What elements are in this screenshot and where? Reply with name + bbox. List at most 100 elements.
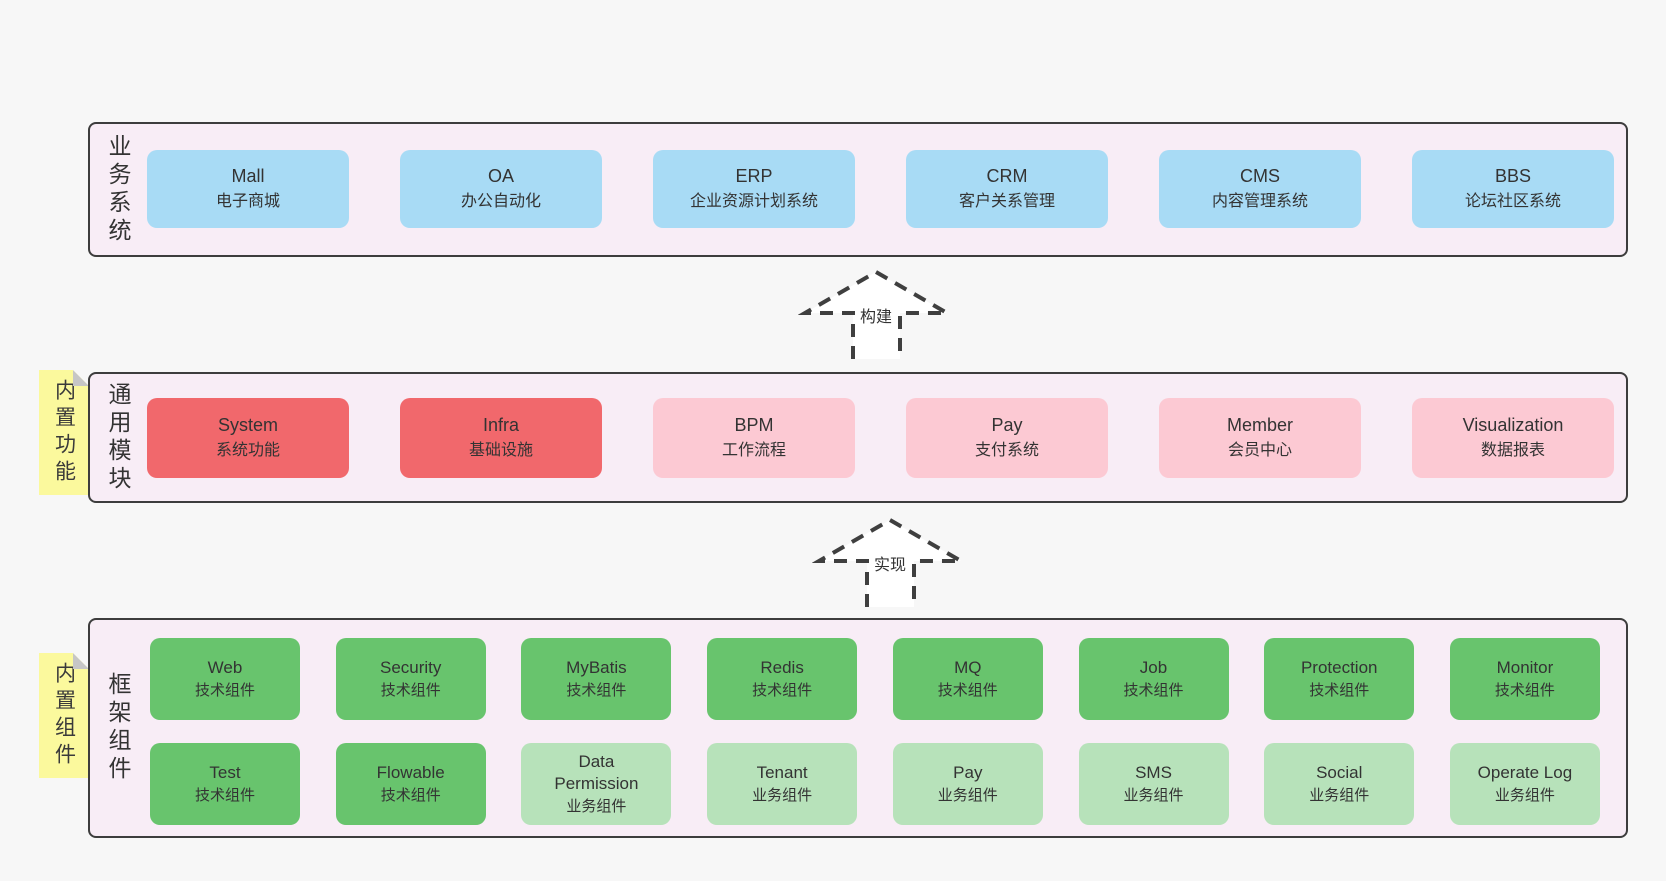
box-title: Test — [209, 763, 241, 783]
box-flowable: Flowable 技术组件 — [335, 743, 486, 825]
box-subtitle: 办公自动化 — [460, 192, 541, 210]
box-monitor: Monitor 技术组件 — [1449, 638, 1600, 720]
box-title: Job — [1139, 658, 1168, 678]
box-erp: ERP 企业资源计划系统 — [653, 150, 855, 228]
box-infra: Infra 基础设施 — [400, 398, 602, 478]
build-arrow-label: 构建 — [855, 306, 897, 330]
business-box-row: Mall 电子商城 OA 办公自动化 ERP 企业资源计划系统 CRM 客户关系… — [147, 150, 1614, 228]
box-mq: MQ 技术组件 — [892, 638, 1043, 720]
box-data-permission: Data Permission 业务组件 — [521, 743, 672, 825]
box-visualization: Visualization 数据报表 — [1412, 398, 1614, 478]
box-title: Tenant — [756, 763, 808, 783]
box-subtitle: 企业资源计划系统 — [689, 192, 818, 210]
sticky-note-built-in-components: 内置组件 — [39, 653, 89, 778]
box-subtitle: 数据报表 — [1480, 441, 1545, 459]
box-subtitle: 业务组件 — [1494, 787, 1555, 805]
sticky-fold-corner — [73, 370, 89, 386]
panel-business-systems: 业务系统 Mall 电子商城 OA 办公自动化 ERP 企业资源计划系统 CRM… — [88, 122, 1628, 257]
box-title: Security — [379, 658, 442, 678]
box-subtitle: 技术组件 — [1123, 682, 1184, 700]
sticky-note-text: 内置功能 — [52, 378, 76, 487]
box-subtitle: 技术组件 — [380, 787, 441, 805]
box-sms: SMS 业务组件 — [1078, 743, 1229, 825]
box-subtitle: 业务组件 — [1123, 787, 1184, 805]
panel-label-common-modules: 通用模块 — [105, 381, 131, 494]
box-subtitle: 内容管理系统 — [1211, 192, 1308, 210]
sticky-fold-corner — [73, 653, 89, 669]
box-title: ERP — [735, 166, 773, 187]
box-subtitle: 客户关系管理 — [958, 192, 1055, 210]
box-mall: Mall 电子商城 — [147, 150, 349, 228]
box-subtitle: 电子商城 — [215, 192, 280, 210]
box-mybatis: MyBatis 技术组件 — [521, 638, 672, 720]
box-subtitle: 会员中心 — [1227, 441, 1292, 459]
box-title: MQ — [954, 658, 982, 678]
box-web: Web 技术组件 — [150, 638, 300, 720]
box-subtitle: 业务组件 — [566, 798, 627, 816]
box-subtitle: 系统功能 — [215, 441, 280, 459]
panel-label-business-systems: 业务系统 — [105, 133, 131, 246]
box-title: Member — [1226, 415, 1293, 436]
box-subtitle: 技术组件 — [1494, 682, 1555, 700]
implement-arrow-label: 实现 — [869, 554, 911, 578]
box-member: Member 会员中心 — [1159, 398, 1361, 478]
panel-framework-components: 框架组件 Web 技术组件 Security 技术组件 MyBatis 技术组件… — [88, 618, 1628, 838]
sticky-note-built-in-features: 内置功能 — [39, 370, 89, 495]
box-title: Pay — [991, 415, 1023, 436]
box-bpm: BPM 工作流程 — [653, 398, 855, 478]
box-pay-component: Pay 业务组件 — [892, 743, 1043, 825]
box-title: Data Permission — [554, 752, 639, 794]
components-box-row-1: Web 技术组件 Security 技术组件 MyBatis 技术组件 Redi… — [150, 638, 1600, 720]
box-subtitle: 业务组件 — [752, 787, 813, 805]
box-title: Mall — [231, 166, 265, 187]
box-title: Operate Log — [1477, 763, 1573, 783]
box-title: OA — [487, 166, 514, 187]
box-job: Job 技术组件 — [1078, 638, 1229, 720]
box-title: SMS — [1135, 763, 1172, 783]
box-title: Protection — [1300, 658, 1378, 678]
box-title: Social — [1316, 763, 1363, 783]
box-security: Security 技术组件 — [335, 638, 486, 720]
build-arrow: 构建 — [798, 262, 954, 372]
box-oa: OA 办公自动化 — [400, 150, 602, 228]
box-title: Infra — [482, 415, 520, 436]
box-subtitle: 业务组件 — [937, 787, 998, 805]
box-subtitle: 支付系统 — [974, 441, 1039, 459]
box-title: Flowable — [376, 763, 445, 783]
box-subtitle: 技术组件 — [380, 682, 441, 700]
box-test: Test 技术组件 — [150, 743, 300, 825]
box-title: BBS — [1494, 166, 1532, 187]
box-subtitle: 技术组件 — [194, 682, 255, 700]
box-protection: Protection 技术组件 — [1264, 638, 1415, 720]
box-subtitle: 技术组件 — [194, 787, 255, 805]
box-social: Social 业务组件 — [1264, 743, 1415, 825]
box-cms: CMS 内容管理系统 — [1159, 150, 1361, 228]
box-subtitle: 技术组件 — [1309, 682, 1370, 700]
box-tenant: Tenant 业务组件 — [707, 743, 858, 825]
box-subtitle: 技术组件 — [566, 682, 627, 700]
box-bbs: BBS 论坛社区系统 — [1412, 150, 1614, 228]
box-title: CMS — [1240, 166, 1280, 187]
box-subtitle: 工作流程 — [721, 441, 786, 459]
box-operate-log: Operate Log 业务组件 — [1449, 743, 1600, 825]
sticky-note-text: 内置组件 — [52, 661, 76, 770]
box-title: Web — [207, 658, 243, 678]
panel-label-framework-components: 框架组件 — [105, 672, 131, 784]
box-title: Monitor — [1496, 658, 1554, 678]
box-redis: Redis 技术组件 — [707, 638, 858, 720]
box-title: BPM — [734, 415, 774, 436]
box-title: Redis — [760, 658, 804, 678]
box-subtitle: 技术组件 — [752, 682, 813, 700]
box-title: Pay — [953, 763, 983, 783]
box-subtitle: 业务组件 — [1309, 787, 1370, 805]
box-subtitle: 基础设施 — [468, 441, 533, 459]
box-title: Visualization — [1462, 415, 1564, 436]
box-system: System 系统功能 — [147, 398, 349, 478]
box-subtitle: 技术组件 — [937, 682, 998, 700]
modules-box-row: System 系统功能 Infra 基础设施 BPM 工作流程 Pay 支付系统… — [147, 398, 1614, 478]
components-box-row-2: Test 技术组件 Flowable 技术组件 Data Permission … — [150, 743, 1600, 825]
panel-common-modules: 通用模块 System 系统功能 Infra 基础设施 BPM 工作流程 Pay… — [88, 372, 1628, 503]
box-title: System — [217, 415, 278, 436]
box-crm: CRM 客户关系管理 — [906, 150, 1108, 228]
